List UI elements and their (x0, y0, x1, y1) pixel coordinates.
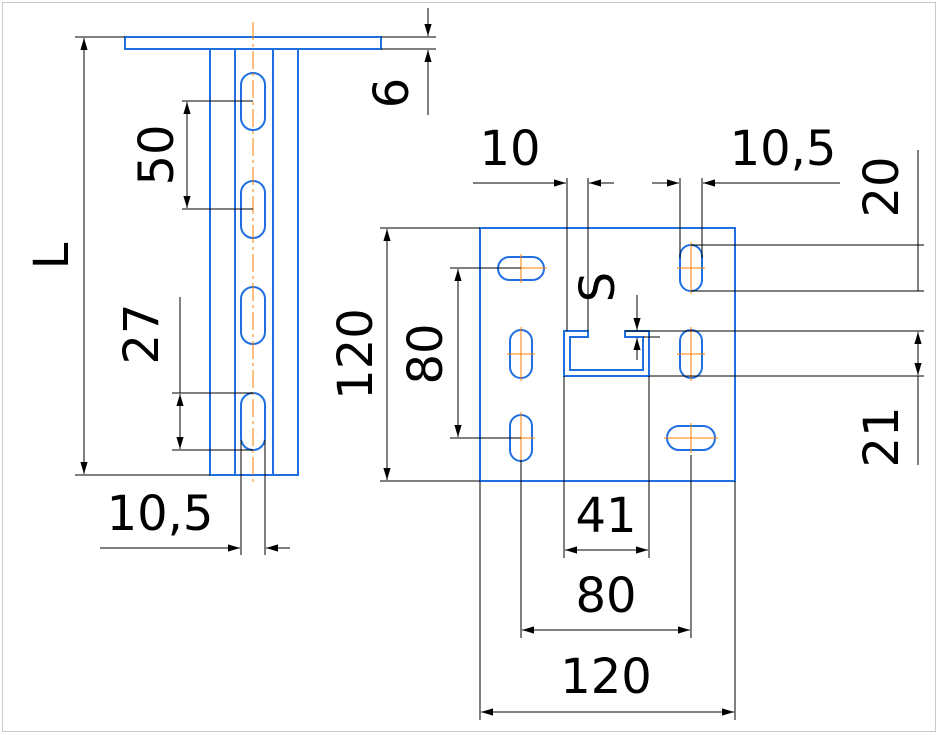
dim-10-text: 10 (479, 121, 540, 177)
dim-80h-text: 80 (575, 568, 636, 624)
dim-6-text: 6 (364, 78, 420, 109)
dim-120h-text: 120 (560, 649, 652, 705)
dim-S-text: S (570, 272, 626, 302)
front-base-plate (479, 227, 736, 482)
dim-105-text: 10,5 (107, 486, 214, 542)
dim-27-text: 27 (114, 303, 170, 364)
side-view: L 6 50 27 10,5 (24, 8, 436, 555)
dim-L-text: L (24, 242, 80, 269)
dim-21-text: 21 (854, 406, 910, 467)
dim-50-text: 50 (129, 124, 185, 185)
dim-80v-text: 80 (398, 323, 454, 384)
side-channel-body (209, 48, 299, 476)
dim-120v-text: 120 (328, 308, 384, 400)
front-view: 10 10,5 20 S 21 120 80 (328, 121, 924, 720)
front-channel-profile (563, 330, 650, 377)
dim-hole-105-text: 10,5 (730, 121, 837, 177)
dim-41-text: 41 (575, 488, 636, 544)
dim-20-text: 20 (854, 156, 910, 217)
